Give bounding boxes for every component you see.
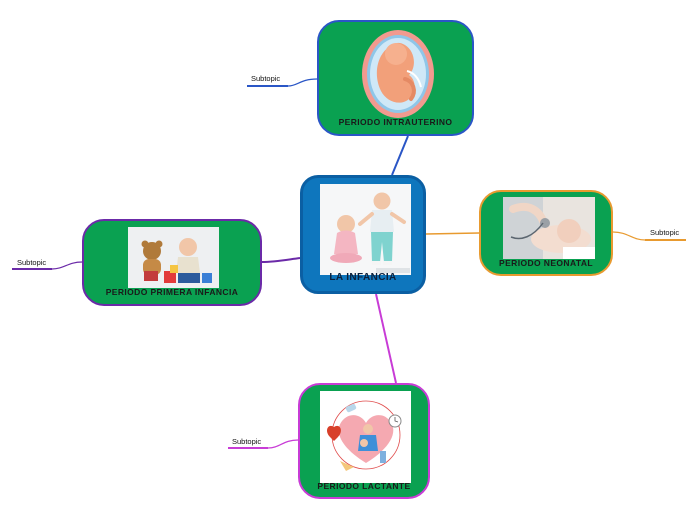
central-topic-label: LA INFANCIA [329,272,397,283]
branch-line-intrauterino [391,135,409,176]
subtopic-intrauterino[interactable]: Subtopic [251,74,281,83]
toddlers-photo [320,184,411,275]
breastfeeding-illustration [320,391,411,483]
fetus-illustration [359,27,437,125]
subtopic-primera-infancia[interactable]: Subtopic [17,258,47,267]
subtopic-neonatal[interactable]: Subtopic [650,228,680,237]
central-topic-node[interactable]: LA INFANCIA [300,175,426,294]
subtopic-line-lactante [228,439,299,449]
newborn-checkup-photo [503,197,595,259]
subtopic-line-neonatal [612,231,686,241]
subtopic-lactante[interactable]: Subtopic [232,437,262,446]
toddler-toys-photo [128,227,219,288]
topic-label-intrauterino: PERIODO INTRAUTERINO [338,117,453,127]
subtopic-line-intrauterino [247,78,318,87]
subtopic-line-primera-infancia [12,261,83,270]
branch-line-neonatal [425,232,480,235]
topic-label-neonatal: PERIODO NEONATAL [499,258,593,268]
topic-node-primera-infancia[interactable]: PERIODO PRIMERA INFANCIA [82,219,262,306]
topic-label-primera-infancia: PERIODO PRIMERA INFANCIA [105,287,239,297]
topic-label-lactante: PERIODO LACTANTE [317,481,411,491]
topic-node-intrauterino[interactable]: PERIODO INTRAUTERINO [317,20,474,136]
topic-node-lactante[interactable]: PERIODO LACTANTE [298,383,430,499]
branch-line-primera-infancia [261,257,301,263]
branch-line-lactante [375,293,397,384]
topic-node-neonatal[interactable]: PERIODO NEONATAL [479,190,613,276]
